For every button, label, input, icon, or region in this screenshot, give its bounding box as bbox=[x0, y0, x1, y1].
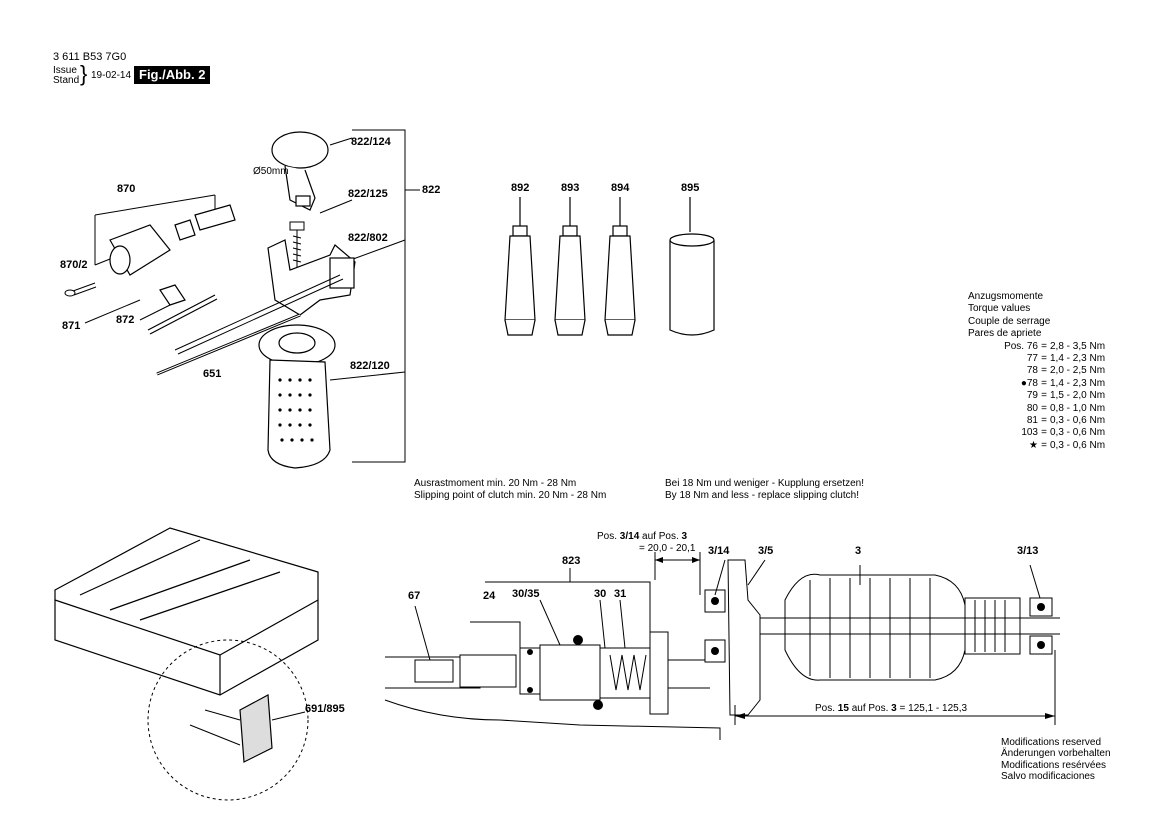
grease-tube-893-icon bbox=[554, 197, 586, 336]
mods-en: Modifications reserved bbox=[1001, 737, 1102, 748]
issue-stand-label: Issue Stand bbox=[53, 66, 79, 86]
torque-title-es: Pares de apriete bbox=[968, 328, 1042, 340]
grease-tin-icon bbox=[669, 197, 715, 336]
bracket-822 bbox=[352, 129, 406, 463]
issue-label: Issue bbox=[53, 65, 77, 76]
document-code: 3 611 B53 7G0 bbox=[53, 51, 127, 63]
label-870: 870 bbox=[117, 183, 136, 195]
torque-row: ★=0,3 - 0,6 Nm bbox=[1029, 439, 1106, 451]
label-872: 872 bbox=[116, 314, 135, 326]
label-30-35: 30/35 bbox=[512, 588, 540, 600]
screw-icon bbox=[289, 221, 305, 275]
grease-tube-894-icon bbox=[604, 197, 636, 336]
mods-de: Änderungen vorbehalten bbox=[1001, 748, 1111, 760]
label-870-2: 870/2 bbox=[60, 259, 88, 271]
label-822-125: 822/125 bbox=[348, 188, 388, 200]
issue-date: 19-02-14 bbox=[91, 70, 132, 81]
chuck-key-icon bbox=[147, 284, 218, 335]
grease-tube-892-icon bbox=[504, 197, 536, 336]
carrying-case-icon bbox=[54, 527, 319, 696]
torque-row: 103=0,3 - 0,6 Nm bbox=[1021, 427, 1106, 439]
torque-title-fr: Couple de serrage bbox=[968, 315, 1051, 327]
label-895: 895 bbox=[681, 182, 700, 194]
label-822-120: 822/120 bbox=[350, 360, 390, 372]
label-893: 893 bbox=[561, 182, 580, 194]
torque-row: 79=1,5 - 2,0 Nm bbox=[1026, 390, 1106, 402]
label-822-124: 822/124 bbox=[351, 136, 391, 148]
torque-row: Pos. 76=2,8 - 3,5 Nm bbox=[1004, 340, 1106, 352]
clamp-band-icon bbox=[271, 131, 329, 211]
label-31: 31 bbox=[614, 588, 627, 600]
label-3: 3 bbox=[855, 545, 862, 557]
label-67: 67 bbox=[408, 590, 421, 602]
dimension-pos-3-14: Pos. 3/14 auf Pos. 3 bbox=[597, 531, 688, 542]
label-823: 823 bbox=[562, 555, 581, 567]
stand-label: Stand bbox=[53, 75, 80, 86]
auxiliary-handle-icon bbox=[258, 324, 336, 469]
label-3-13: 3/13 bbox=[1017, 545, 1039, 557]
modifications-note: Modifications reserved Änderungen vorbeh… bbox=[1001, 737, 1111, 783]
dimension-pos-15: Pos. 15 auf Pos. 3 = 125,1 - 125,3 bbox=[815, 703, 968, 714]
clutch-note-en: Slipping point of clutch min. 20 Nm - 28… bbox=[414, 490, 607, 501]
torque-row: ●78=1,4 - 2,3 Nm bbox=[1020, 377, 1106, 389]
chuck-screw-icon bbox=[64, 282, 97, 297]
brace-glyph: } bbox=[80, 61, 88, 86]
mods-fr: Modifications resérvées bbox=[1001, 759, 1107, 771]
label-diameter-50mm: Ø50mm bbox=[253, 166, 289, 177]
mods-es: Salvo modificaciones bbox=[1001, 771, 1095, 783]
label-871: 871 bbox=[62, 320, 81, 332]
torque-row: 81=0,3 - 0,6 Nm bbox=[1026, 415, 1106, 427]
clutch-replace-de: Bei 18 Nm und weniger - Kupplung ersetze… bbox=[665, 478, 865, 489]
label-24: 24 bbox=[483, 590, 496, 602]
figure-badge: Fig./Abb. 2 bbox=[134, 66, 211, 84]
detail-circle bbox=[147, 639, 309, 801]
label-894: 894 bbox=[611, 182, 630, 194]
sectional-drawing bbox=[384, 559, 1060, 740]
label-691-895: 691/895 bbox=[305, 703, 345, 715]
torque-title-en: Torque values bbox=[968, 303, 1031, 315]
label-30: 30 bbox=[594, 588, 607, 600]
grease-pad-icon bbox=[239, 694, 273, 763]
torque-row: 80=0,8 - 1,0 Nm bbox=[1026, 402, 1106, 414]
torque-row: 77=1,4 - 2,3 Nm bbox=[1026, 353, 1106, 365]
label-651: 651 bbox=[203, 368, 222, 380]
drill-chuck-icon bbox=[109, 204, 236, 276]
label-822-802: 822/802 bbox=[348, 232, 388, 244]
dimension-pos-3-14-value: = 20,0 - 20,1 bbox=[639, 543, 696, 554]
torque-title-de: Anzugsmomente bbox=[968, 291, 1044, 302]
label-3-14: 3/14 bbox=[708, 545, 730, 557]
clutch-note-de: Ausrastmoment min. 20 Nm - 28 Nm bbox=[414, 478, 577, 489]
label-892: 892 bbox=[511, 182, 530, 194]
torque-values-table: Anzugsmomente Torque values Couple de se… bbox=[968, 291, 1105, 452]
clutch-replace-en: By 18 Nm and less - replace slipping clu… bbox=[665, 490, 859, 501]
label-822: 822 bbox=[422, 184, 441, 196]
handle-clamp-icon bbox=[174, 239, 356, 355]
torque-row: 78=2,0 - 2,5 Nm bbox=[1026, 365, 1106, 377]
label-3-5: 3/5 bbox=[758, 545, 774, 557]
